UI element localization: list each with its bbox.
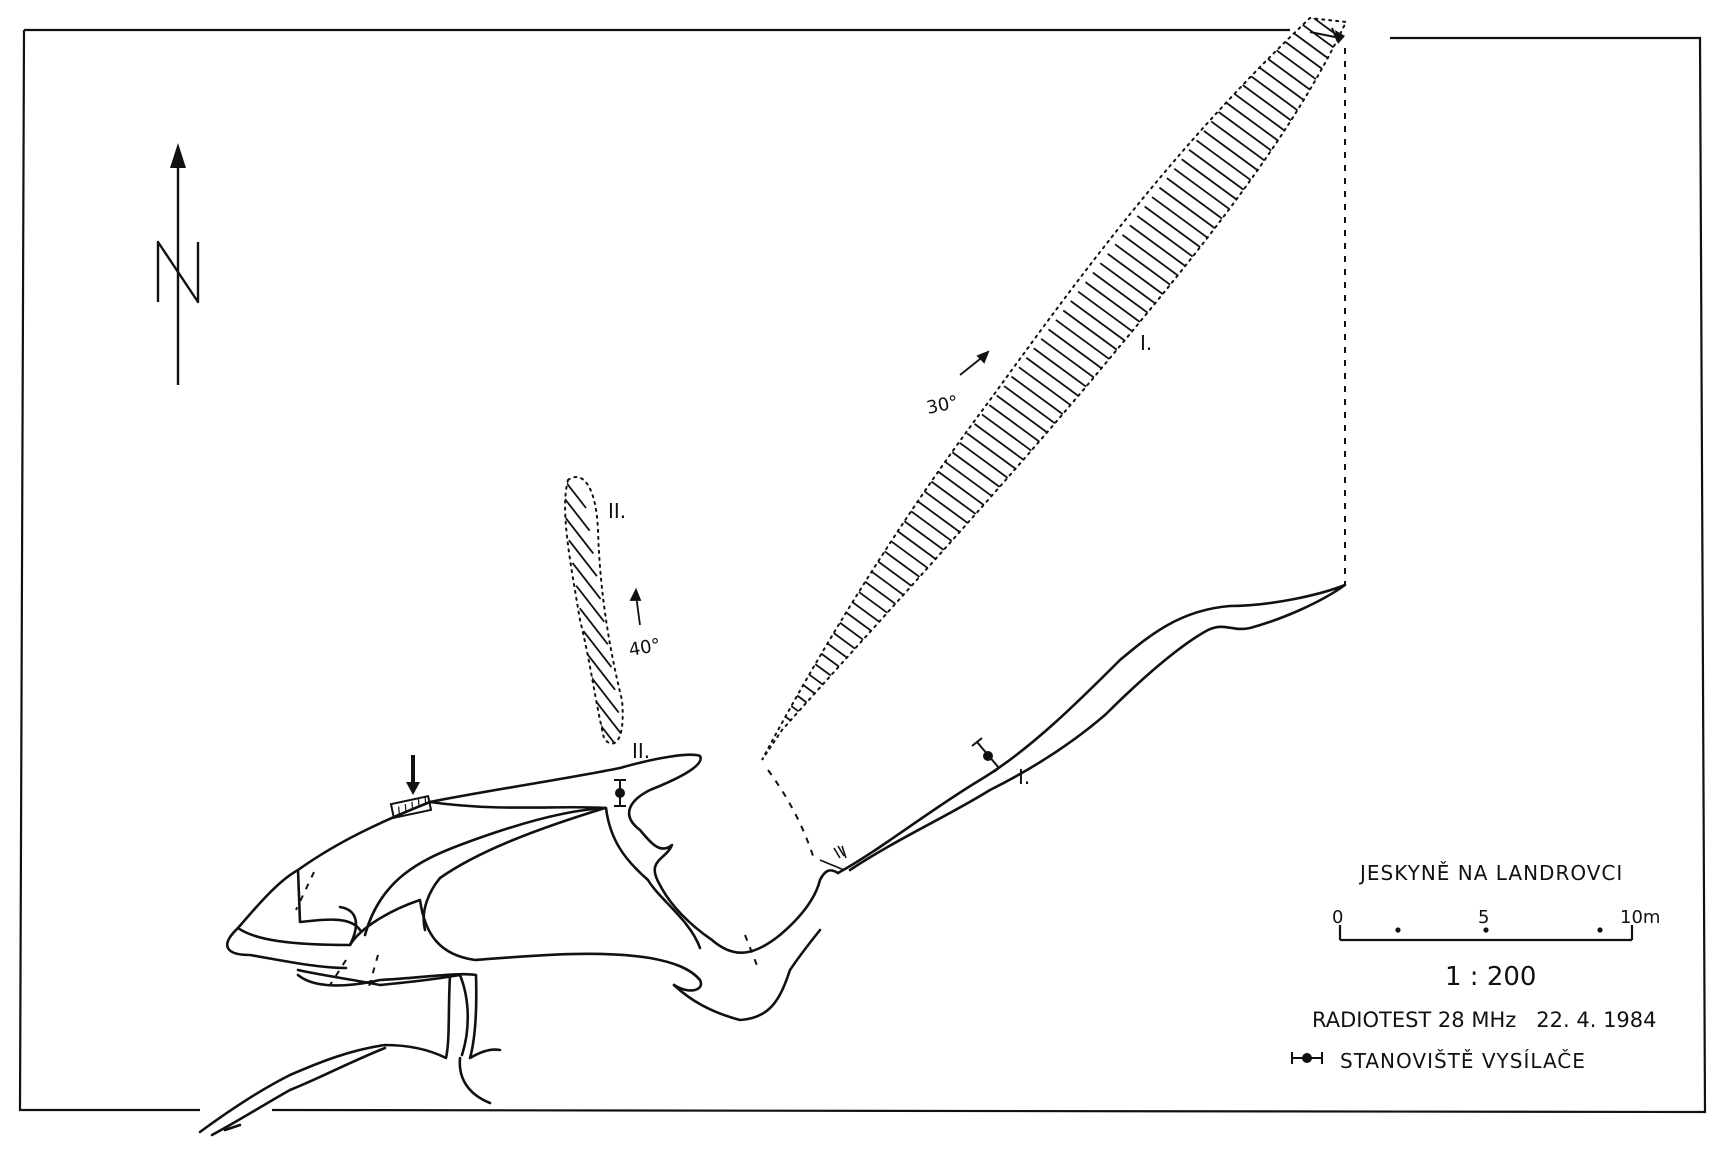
zone-ii-hatch-line [565, 494, 591, 532]
zone-ii-hatch-line [575, 585, 605, 623]
zone-i-outline [761, 16, 1348, 761]
zone-ii-hatch-line [565, 516, 594, 555]
zone-i-hatch-line [1129, 224, 1191, 271]
zone-i-hatch-line [1047, 328, 1110, 375]
zone-ii-hatch-line [565, 477, 587, 509]
cave-passage-outline [198, 583, 1347, 1137]
zone-i-hatch-line [1144, 205, 1206, 252]
zone-ii-angle-label: 40° [627, 635, 662, 661]
zone-ii-hatch-line [571, 562, 602, 600]
station-ii-label: II. [632, 739, 650, 763]
zone-ii-hatch-line [579, 607, 609, 645]
zone-ii-hatch-line [568, 539, 598, 577]
zone-i-hatch-line [1070, 300, 1132, 346]
zone-i-angle-label: 30° [925, 392, 961, 419]
dip-arrow-40 [629, 587, 642, 626]
zone-i-hatch-line [1010, 375, 1073, 422]
scale-label-10m: 10m [1620, 907, 1660, 928]
zone-ii-hatch-line [582, 630, 613, 668]
zone-i-label: I. [1140, 331, 1152, 355]
station-i-label: I. [1018, 765, 1030, 789]
zone-i-hatch-line [1107, 253, 1169, 299]
map-legend: JESKYNĚ NA LANDROVCI 0 5 10m 1 : 200 RAD… [1291, 861, 1660, 1073]
zone-i-hatch-line [1092, 271, 1154, 318]
zone-ii-label: II. [608, 499, 626, 523]
zone-i-hatch-line [1018, 366, 1080, 412]
zone-i-hatch-line [996, 394, 1058, 441]
scale-label-0: 0 [1332, 907, 1343, 928]
zone-ii-hatch-line [597, 721, 623, 744]
zone-i-hatch-line [1099, 262, 1161, 308]
zone-i-hatch-line [1040, 338, 1102, 384]
zone-i-hatch-line [1055, 319, 1117, 365]
zone-i-hatch-line [1232, 92, 1294, 138]
zone-i-hatch-line [1195, 139, 1257, 186]
zone-i-hatch-line [1151, 196, 1213, 242]
zone-i-hatch-line [1218, 111, 1280, 157]
zone-i-hatch-line [1210, 120, 1272, 167]
zone-i-hatch-line [1203, 130, 1265, 176]
zone-i-hatch-line [1181, 158, 1243, 204]
zone-i-hatch-line [1240, 82, 1302, 129]
scale-label-5: 5 [1478, 907, 1489, 928]
station-legend-label: STANOVIŠTĚ VYSÍLAČE [1340, 1049, 1586, 1073]
zone-ii-hatch-line [586, 653, 616, 691]
zone-i-hatch-line [762, 697, 821, 743]
passage-junction-hatch [819, 845, 847, 871]
zone-i-hatch-line [1188, 149, 1250, 195]
entrance-marker [389, 755, 433, 819]
zone-i-hatch-line [1077, 290, 1139, 337]
transmitter-station-ii [614, 779, 626, 807]
zone-i-hatch-line [1003, 385, 1065, 431]
station-symbol [1291, 1052, 1323, 1064]
zone-i-hatch-line [1299, 18, 1346, 53]
zone-ii-hatch-line [593, 698, 623, 736]
scale-bar [1338, 925, 1634, 942]
zone-i-hatch-line [1166, 177, 1228, 223]
north-arrow [156, 143, 200, 385]
zone-i-hatch-line [1173, 167, 1235, 214]
transmitter-station-i [971, 737, 1005, 773]
zone-i-hatch-line [1136, 215, 1198, 261]
map-frame [18, 28, 1707, 1114]
zone-i-hatch-line [1033, 347, 1095, 393]
legend-title: JESKYNĚ NA LANDROVCI [1358, 861, 1623, 885]
zone-i-hatch-line [1025, 357, 1087, 403]
radiotest-info: RADIOTEST 28 MHz 22. 4. 1984 [1312, 1008, 1657, 1032]
dip-arrow-30 [959, 350, 990, 376]
zone-i-hatch-line [1084, 281, 1147, 327]
zone-i-hatch-line [1121, 234, 1183, 280]
scale-ratio: 1 : 200 [1445, 962, 1536, 992]
zone-i-hatch-line [1114, 243, 1176, 290]
zone-i-hatch-line [766, 687, 828, 734]
zone-i-hatch-line [1158, 186, 1220, 233]
zone-i-hatch-line [1225, 101, 1287, 148]
zone-i-hatch-line [1062, 309, 1124, 356]
zone-ii-hatch-line [590, 675, 620, 714]
zone-ii-outline [564, 476, 624, 745]
